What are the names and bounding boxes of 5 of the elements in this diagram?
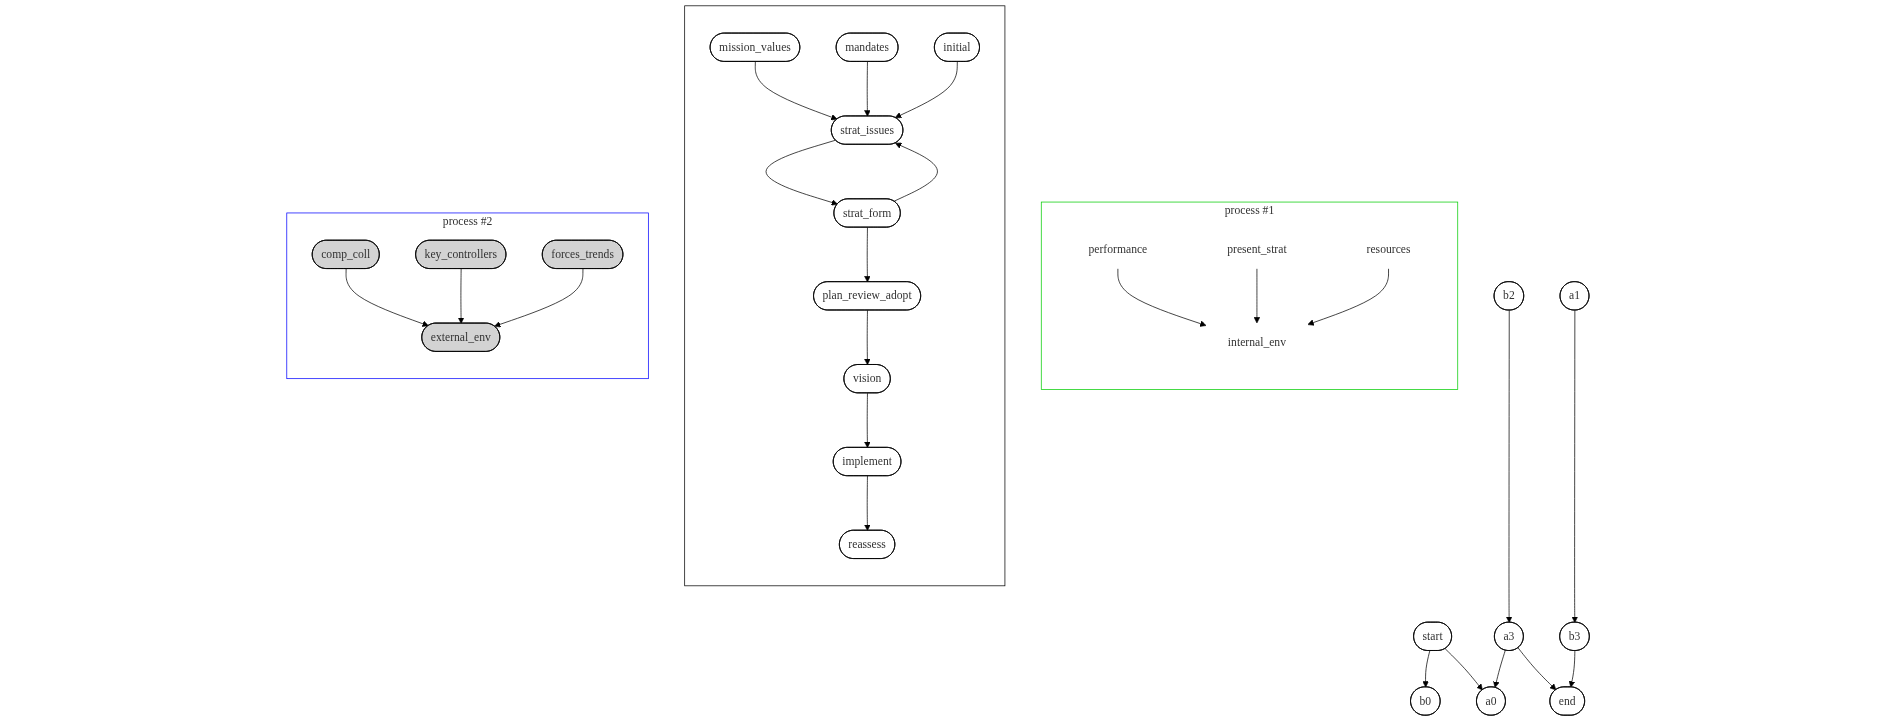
node-text: performance	[1088, 242, 1148, 255]
node-text: resources	[1367, 242, 1411, 255]
cluster	[684, 5, 1006, 587]
node-text: present_strat	[1227, 242, 1288, 255]
node-text: internal_env	[1228, 336, 1287, 349]
